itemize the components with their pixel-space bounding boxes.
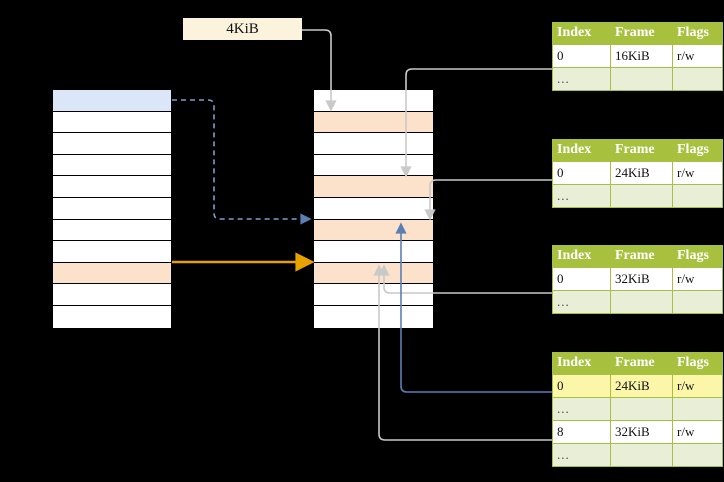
- memory-row-0: [53, 90, 171, 112]
- column-header-index: Index: [552, 245, 611, 268]
- memory-row-1: [314, 111, 433, 134]
- cell-frame: [610, 66, 673, 91]
- memory-row-8: [314, 262, 433, 285]
- memory-row-6: [314, 219, 433, 242]
- cell-flags: [672, 183, 723, 208]
- size-label-4kib: 4KiB: [183, 18, 302, 40]
- column-header-index: Index: [552, 22, 611, 45]
- cell-flags: r/w: [672, 266, 723, 291]
- cell-flags: [672, 442, 723, 467]
- cell-flags: r/w: [672, 160, 723, 185]
- cell-frame: [610, 183, 673, 208]
- cell-frame: [610, 442, 673, 467]
- virtual-address-space-column: [52, 89, 172, 328]
- cell-frame: 24KiB: [610, 160, 673, 185]
- memory-row-9: [53, 284, 171, 306]
- column-header-frame: Frame: [610, 245, 673, 268]
- memory-row-10: [53, 305, 171, 328]
- memory-row-1: [53, 111, 171, 134]
- cell-index: ...: [552, 396, 611, 421]
- memory-row-2: [314, 133, 433, 155]
- cell-index: ...: [552, 442, 611, 467]
- memory-row-4: [53, 176, 171, 198]
- cell-frame: 32KiB: [610, 419, 673, 444]
- cell-index: 8: [552, 419, 611, 444]
- memory-row-8: [53, 262, 171, 285]
- cell-flags: r/w: [672, 373, 723, 398]
- column-header-index: Index: [552, 139, 611, 162]
- cell-frame: 24KiB: [610, 373, 673, 398]
- cell-frame: 16KiB: [610, 43, 673, 68]
- table-row: ...: [552, 289, 723, 314]
- column-header-flags: Flags: [672, 22, 723, 45]
- memory-row-5: [314, 197, 433, 220]
- column-header-flags: Flags: [672, 245, 723, 268]
- cell-flags: [672, 396, 723, 421]
- table-row: ...: [552, 442, 723, 467]
- cell-index: 0: [552, 160, 611, 185]
- column-header-frame: Frame: [610, 22, 673, 45]
- cell-index: 0: [552, 43, 611, 68]
- memory-row-3: [53, 154, 171, 177]
- column-header-frame: Frame: [610, 352, 673, 375]
- cell-flags: [672, 66, 723, 91]
- table-row: ...: [552, 396, 723, 421]
- table-row: ...: [552, 66, 723, 91]
- cell-index: ...: [552, 183, 611, 208]
- cell-frame: [610, 289, 673, 314]
- wire-left-row0-to-mid-row6: [172, 99, 312, 225]
- cell-flags: r/w: [672, 43, 723, 68]
- cell-index: ...: [552, 66, 611, 91]
- memory-row-7: [53, 241, 171, 263]
- cell-index: ...: [552, 289, 611, 314]
- memory-row-9: [314, 284, 433, 306]
- memory-row-6: [53, 219, 171, 242]
- cell-index: 0: [552, 373, 611, 398]
- physical-memory-column: [313, 89, 434, 328]
- wire-pt2-to-mid-row6: [424, 179, 552, 221]
- memory-row-7: [314, 241, 433, 263]
- memory-row-10: [314, 305, 433, 328]
- memory-row-2: [53, 133, 171, 155]
- memory-row-5: [53, 197, 171, 220]
- cell-index: 0: [552, 266, 611, 291]
- column-header-flags: Flags: [672, 352, 723, 375]
- cell-frame: 32KiB: [610, 266, 673, 291]
- cell-flags: [672, 289, 723, 314]
- memory-row-3: [314, 154, 433, 177]
- memory-row-4: [314, 176, 433, 198]
- column-header-index: Index: [552, 352, 611, 375]
- column-header-flags: Flags: [672, 139, 723, 162]
- memory-row-0: [314, 90, 433, 112]
- cell-frame: [610, 396, 673, 421]
- table-row: ...: [552, 183, 723, 208]
- cell-flags: r/w: [672, 419, 723, 444]
- column-header-frame: Frame: [610, 139, 673, 162]
